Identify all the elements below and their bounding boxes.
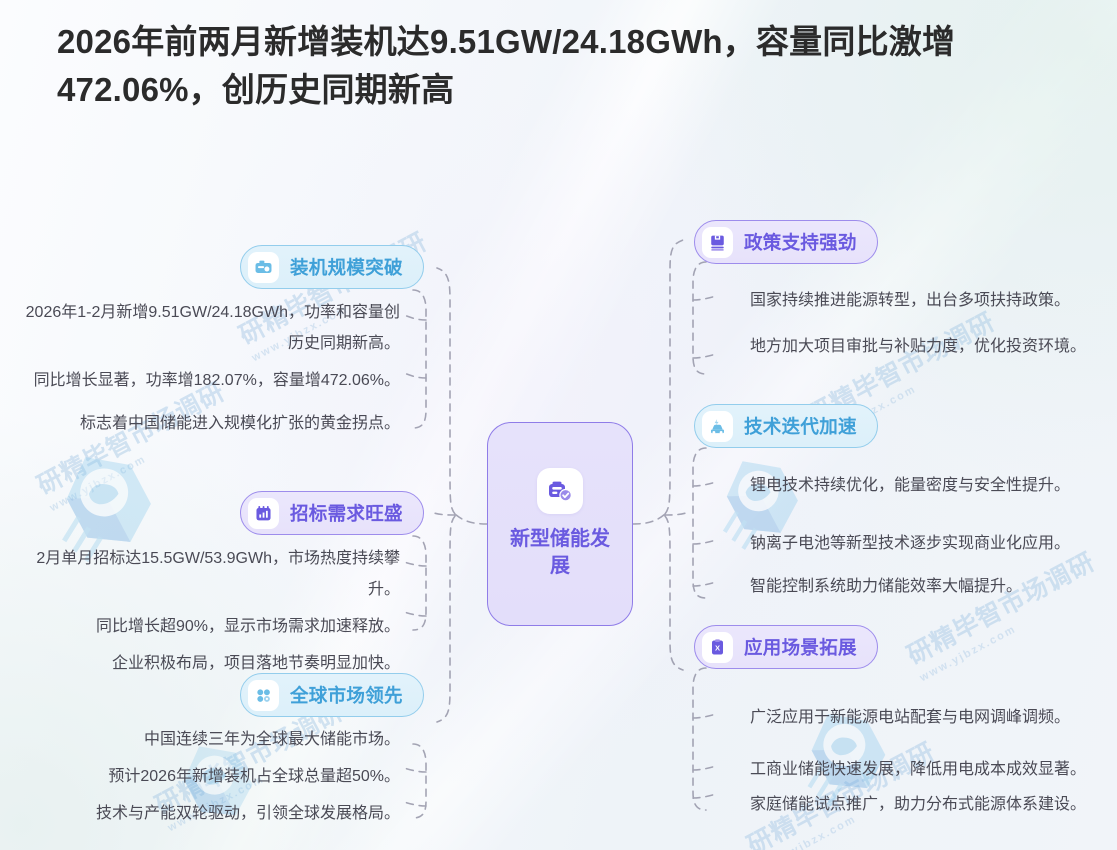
list-item: 国家持续推进能源转型，出台多项扶持政策。 — [750, 292, 1071, 309]
list-item: 预计2026年新增装机占全球总量超50%。 — [108, 768, 400, 785]
list-item: 中国连续三年为全球最大储能市场。 — [143, 731, 400, 748]
camera-chart-icon — [248, 251, 279, 283]
list-item: 广泛应用于新能源电站配套与电网调峰调频。 — [750, 709, 1071, 726]
page-title: 2026年前两月新增装机达9.51GW/24.18GWh，容量同比激增472.0… — [57, 23, 956, 108]
list-item: 企业积极布局，项目落地节奏明显加快。 — [111, 655, 400, 672]
branch-items-installed-capacity: 2026年1-2月新增9.51GW/24.18GWh，功率和容量创历史同期新高。… — [20, 297, 400, 439]
branch-label: 政策支持强劲 — [744, 232, 857, 253]
branch-items-tech-iteration: 锂电技术持续优化，能量密度与安全性提升。 钠离子电池等新型技术逐步实现商业化应用… — [750, 470, 1100, 602]
branch-label: 全球市场领先 — [290, 685, 403, 706]
grid-dots-icon — [248, 679, 279, 711]
list-item: 同比增长显著，功率增182.07%，容量增472.06%。 — [33, 372, 400, 389]
clipboard-doc-icon: X — [702, 631, 733, 663]
branch-label: 应用场景拓展 — [744, 637, 857, 658]
branch-node-installed-capacity[interactable]: 装机规模突破 — [240, 245, 424, 289]
list-item: 标志着中国储能进入规模化扩张的黄金拐点。 — [79, 415, 400, 432]
branch-items-application-scenarios: 广泛应用于新能源电站配套与电网调峰调频。 工商业储能快速发展，降低用电成本成效显… — [750, 702, 1105, 820]
branch-node-tech-iteration[interactable]: 技术迭代加速 — [694, 404, 878, 448]
electric-car-icon — [702, 410, 733, 442]
branch-items-global-leadership: 中国连续三年为全球最大储能市场。 预计2026年新增装机占全球总量超50%。 技… — [20, 724, 400, 829]
list-item: 同比增长超90%，显示市场需求加速释放。 — [95, 618, 400, 635]
bar-chart-icon — [248, 497, 279, 529]
list-item: 锂电技术持续优化，能量密度与安全性提升。 — [750, 477, 1071, 494]
center-node[interactable]: 新型储能发展 — [487, 422, 633, 626]
branch-label: 技术迭代加速 — [744, 416, 857, 437]
branch-node-global-leadership[interactable]: 全球市场领先 — [240, 673, 424, 717]
center-node-label: 新型储能发展 — [510, 528, 610, 577]
list-item: 技术与产能双轮驱动，引领全球发展格局。 — [95, 805, 400, 822]
list-item: 2月单月招标达15.5GW/53.9GWh，市场热度持续攀升。 — [36, 550, 400, 598]
branch-node-application-scenarios[interactable]: X 应用场景拓展 — [694, 625, 878, 669]
book-save-icon — [702, 226, 733, 258]
branch-node-tender-demand[interactable]: 招标需求旺盛 — [240, 491, 424, 535]
list-item: 工商业储能快速发展，降低用电成本成效显著。 — [750, 761, 1087, 778]
svg-text:X: X — [715, 643, 720, 652]
battery-check-icon — [537, 468, 583, 514]
branch-items-tender-demand: 2月单月招标达15.5GW/53.9GWh，市场热度持续攀升。 同比增长超90%… — [20, 543, 400, 679]
branch-label: 招标需求旺盛 — [290, 503, 403, 524]
branch-items-policy-support: 国家持续推进能源转型，出台多项扶持政策。 地方加大项目审批与补贴力度，优化投资环… — [750, 285, 1100, 362]
list-item: 2026年1-2月新增9.51GW/24.18GWh，功率和容量创历史同期新高。 — [25, 304, 400, 352]
list-item: 家庭储能试点推广，助力分布式能源体系建设。 — [750, 796, 1087, 813]
list-item: 智能控制系统助力储能效率大幅提升。 — [750, 578, 1023, 595]
list-item: 钠离子电池等新型技术逐步实现商业化应用。 — [750, 535, 1071, 552]
branch-label: 装机规模突破 — [290, 257, 403, 278]
branch-node-policy-support[interactable]: 政策支持强劲 — [694, 220, 878, 264]
list-item: 地方加大项目审批与补贴力度，优化投资环境。 — [750, 338, 1087, 355]
